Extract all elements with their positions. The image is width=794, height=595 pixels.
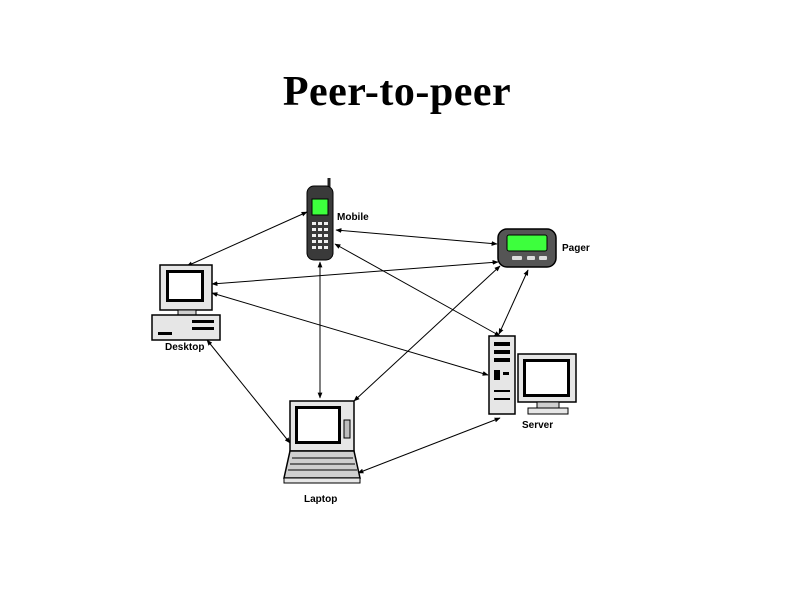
mobile-phone-icon [306,178,334,261]
link-server-laptop [357,417,501,474]
server-label: Server [522,420,553,431]
pager-icon [497,228,557,268]
laptop-icon [283,400,361,484]
diagram-background [145,172,597,510]
laptop-label: Laptop [304,494,337,505]
link-pager-server [498,269,529,335]
link-desktop-laptop [206,339,291,444]
mobile-label: Mobile [337,212,369,223]
link-mobile-pager [335,228,498,246]
desktop-label: Desktop [165,342,204,353]
link-pager-laptop [353,265,501,402]
pager-label: Pager [562,243,590,254]
link-mobile-desktop [186,211,308,267]
page-title: Peer-to-peer [282,69,512,115]
network-diagram: Mobile Pager Desktop [145,172,597,510]
desktop-computer-icon [151,264,221,341]
server-computer-icon [488,335,577,415]
